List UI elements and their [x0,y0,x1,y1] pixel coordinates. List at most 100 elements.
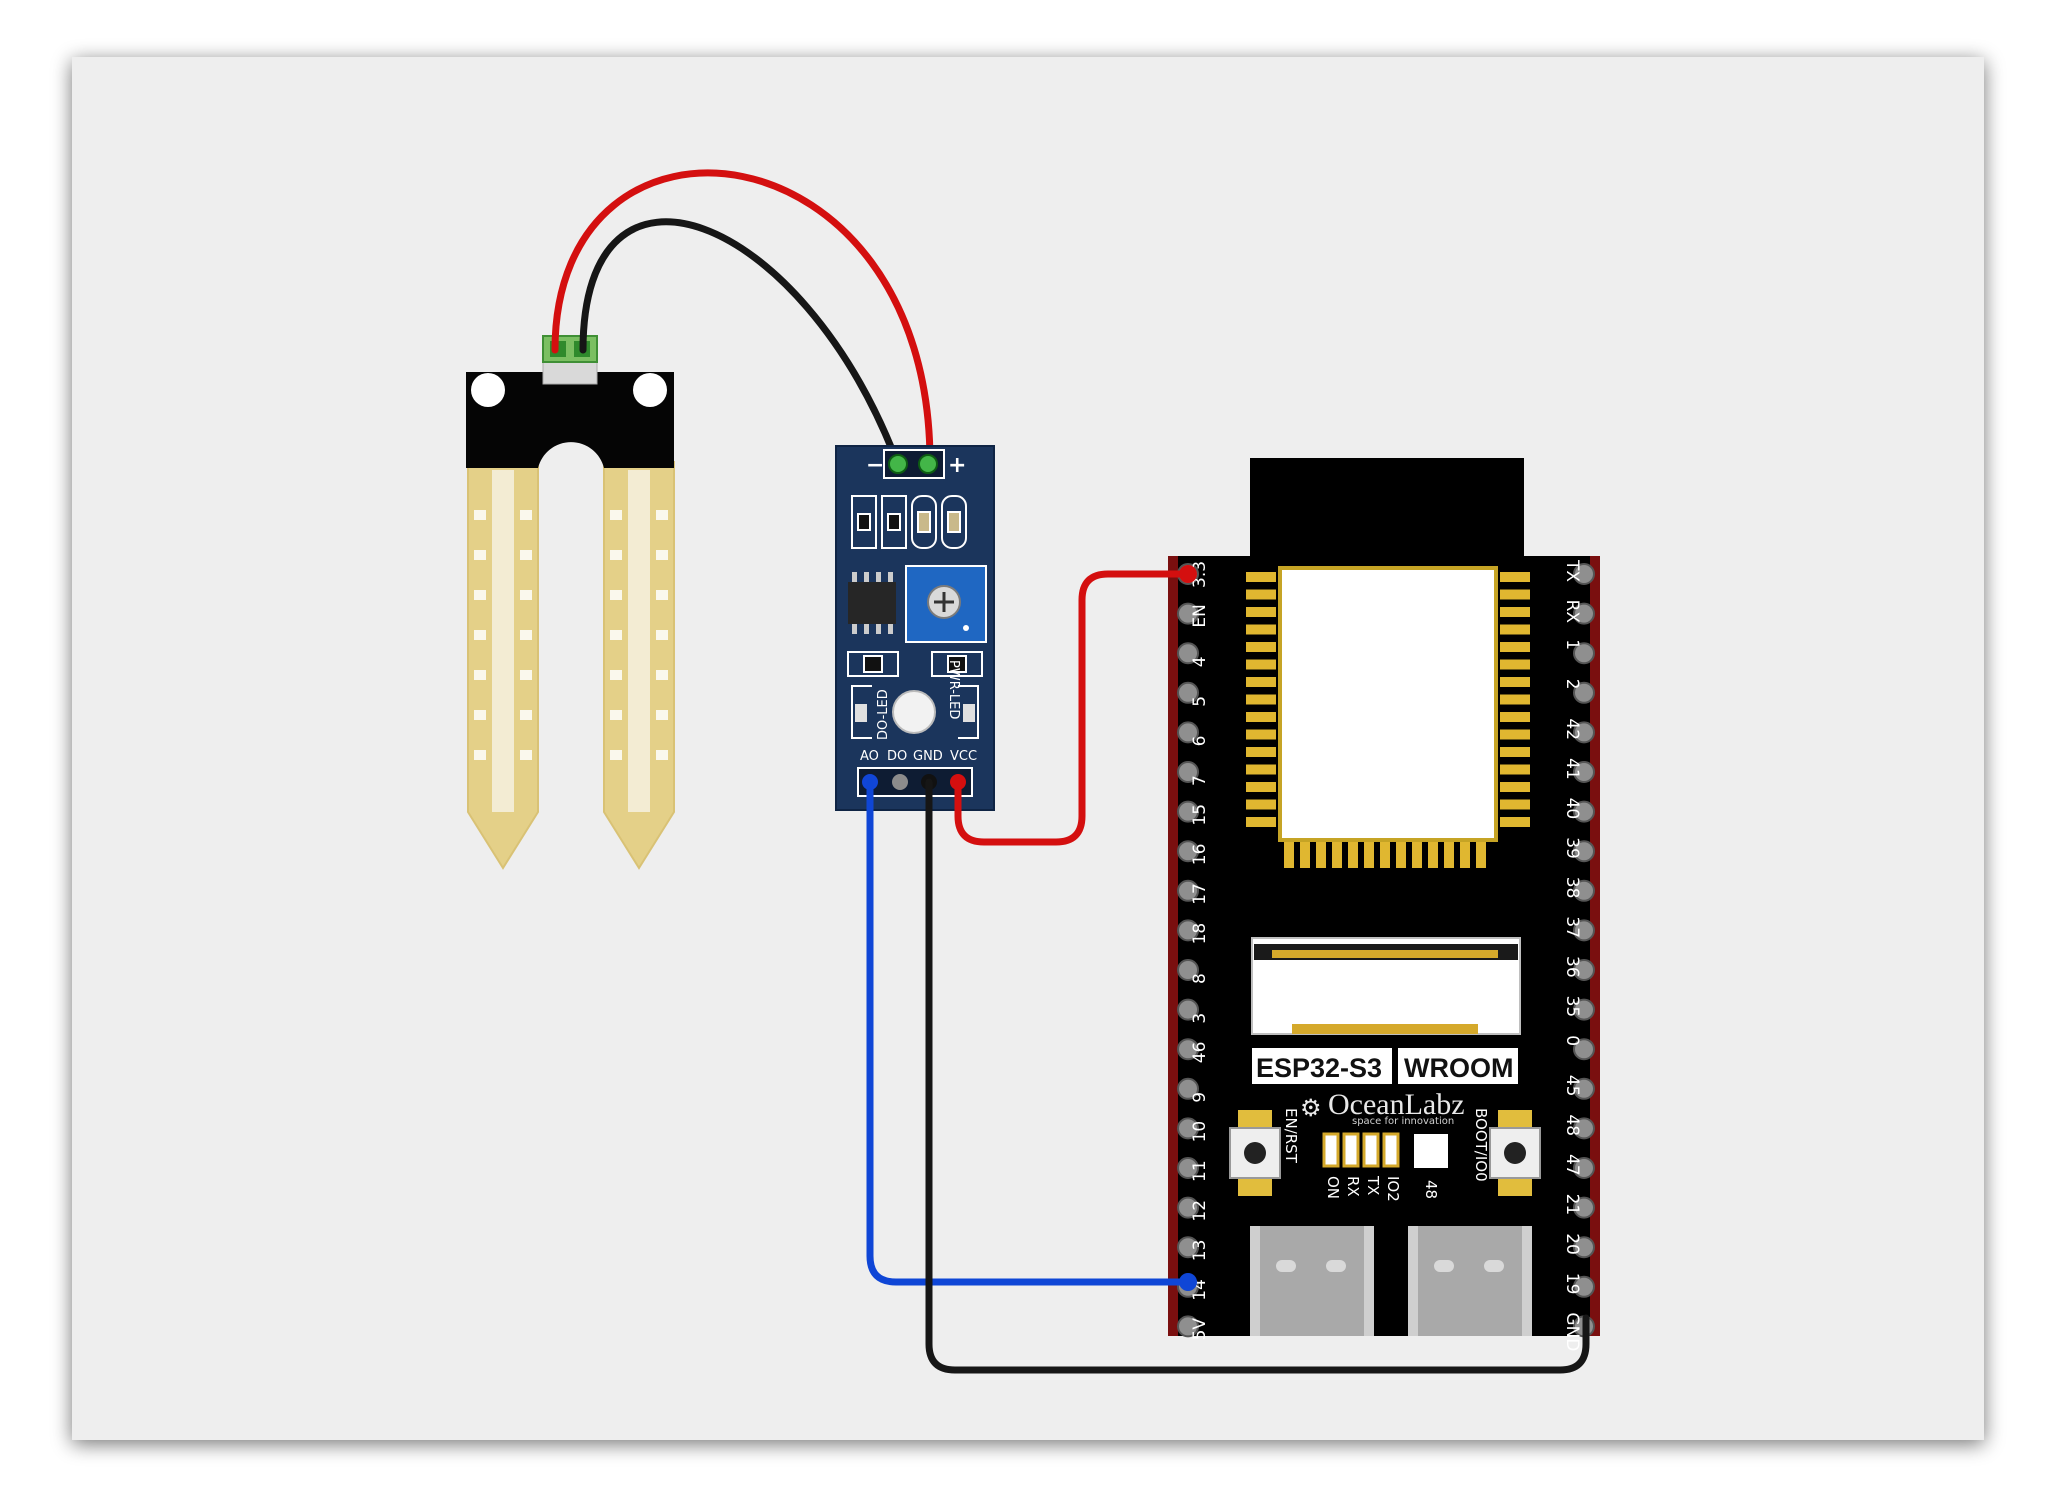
module-led-lens [892,690,936,734]
left-pin-label: 15 [1190,804,1210,826]
left-pin-13[interactable] [1177,1236,1199,1259]
left-pin-12[interactable] [1177,1196,1199,1219]
castellation-pad [1246,729,1276,740]
right-pin-37[interactable] [1573,919,1595,942]
right-pin-label: 40 [1562,798,1582,820]
right-pin-2[interactable] [1573,681,1595,704]
en-rst-button[interactable] [1229,1110,1281,1196]
left-pin-4[interactable] [1177,642,1199,665]
castellation-pad [1500,764,1530,775]
rgb-led-label: 48 [1422,1180,1440,1199]
right-pin-41[interactable] [1573,761,1595,783]
right-pin-40[interactable] [1573,800,1595,823]
right-pin-48[interactable] [1573,1117,1595,1140]
left-pin-label: 46 [1190,1042,1210,1064]
right-pin-20[interactable] [1573,1236,1595,1259]
board-antenna [1250,458,1524,558]
right-pin-35[interactable] [1573,998,1595,1021]
led-label-io2: IO2 [1384,1176,1402,1202]
left-pin-6[interactable] [1177,721,1199,744]
sensor-module: − + [835,445,995,811]
left-pin-46[interactable] [1177,1038,1199,1061]
chip-label: ESP32-S3 [1256,1053,1382,1083]
led-label-on: ON [1324,1176,1342,1199]
right-pin-tx[interactable] [1573,563,1595,585]
left-pin-label: 3.3 [1190,561,1210,588]
castellation-pad [1332,842,1342,868]
castellation-pad [1246,624,1276,635]
left-pin-label: 18 [1190,923,1210,945]
left-pin-16[interactable] [1177,840,1199,863]
left-pin-label: 6 [1190,736,1210,747]
left-pin-label: 12 [1190,1200,1210,1222]
right-pin-42[interactable] [1573,721,1595,744]
right-pin-label: 42 [1562,718,1582,740]
module-resistors [847,651,983,677]
left-pin-label: 5 [1190,696,1210,707]
right-pin-0[interactable] [1573,1038,1595,1061]
left-pin-18[interactable] [1177,919,1199,942]
castellation-pad [1246,799,1276,810]
right-pin-47[interactable] [1573,1157,1595,1179]
right-pin-19[interactable] [1573,1275,1595,1298]
castellation-pad [1500,624,1530,635]
right-pin-45[interactable] [1573,1077,1595,1100]
brand-tagline: space for innovation [1352,1116,1454,1127]
left-pin-en[interactable] [1177,602,1199,625]
usb-c-port-right[interactable] [1408,1226,1532,1336]
right-pin-label: 41 [1562,758,1582,780]
right-pin-1[interactable] [1573,642,1595,665]
right-pin-label: 48 [1562,1114,1582,1136]
left-pin-3[interactable] [1177,998,1199,1021]
module-pin-do[interactable] [892,774,908,790]
castellation-pad [1500,712,1530,722]
led-label-tx: TX [1364,1175,1382,1195]
left-pin-10[interactable] [1177,1117,1199,1140]
boot-button[interactable] [1489,1110,1541,1196]
castellation-pad [1284,842,1294,868]
left-pin-15[interactable] [1177,800,1199,823]
left-pin-label: 7 [1190,775,1210,786]
left-pin-label: 8 [1190,973,1210,984]
right-pin-38[interactable] [1573,879,1595,902]
probe-prong-left [467,461,539,870]
right-pin-label: RX [1562,600,1582,624]
left-pin-17[interactable] [1177,879,1199,902]
left-pin-5[interactable] [1177,681,1199,704]
left-pin-label: 3 [1190,1013,1210,1024]
left-pin-11[interactable] [1177,1157,1199,1179]
comparator-chip [848,572,896,634]
en-rst-label: EN/RST [1282,1108,1300,1164]
castellation-pad [1246,694,1276,705]
castellation-pad [1444,842,1454,868]
left-pin-9[interactable] [1177,1077,1199,1100]
castellation-pad [1500,747,1530,757]
castellation-pad [1380,842,1390,868]
left-pin-8[interactable] [1177,959,1199,981]
left-pin-5v[interactable] [1177,1315,1199,1338]
usb-c-port-left[interactable] [1250,1226,1374,1336]
right-pin-36[interactable] [1573,959,1595,981]
module-pin-label-gnd: GND [913,749,943,764]
left-pin-label: 5V [1190,1318,1210,1341]
right-pin-rx[interactable] [1573,602,1595,625]
left-pin-label: 11 [1190,1160,1210,1182]
left-pin-7[interactable] [1177,761,1199,783]
module-castellations [1246,572,1530,868]
left-pin-label: 9 [1190,1092,1210,1103]
potentiometer[interactable] [905,565,987,643]
castellation-pad [1500,589,1530,600]
castellation-pad [1246,764,1276,775]
right-pin-label: TX [1562,559,1582,582]
probe-mount-hole-right [633,373,667,407]
castellation-pad [1500,677,1530,687]
module-label: WROOM [1404,1053,1513,1083]
right-pin-label: 39 [1562,837,1582,859]
right-pin-39[interactable] [1573,840,1595,863]
castellation-pad [1500,607,1530,617]
module-pin-label-ao: AO [860,749,879,764]
brand-name: OceanLabz [1328,1088,1465,1121]
castellation-pad [1246,659,1276,670]
right-pin-21[interactable] [1573,1196,1595,1219]
